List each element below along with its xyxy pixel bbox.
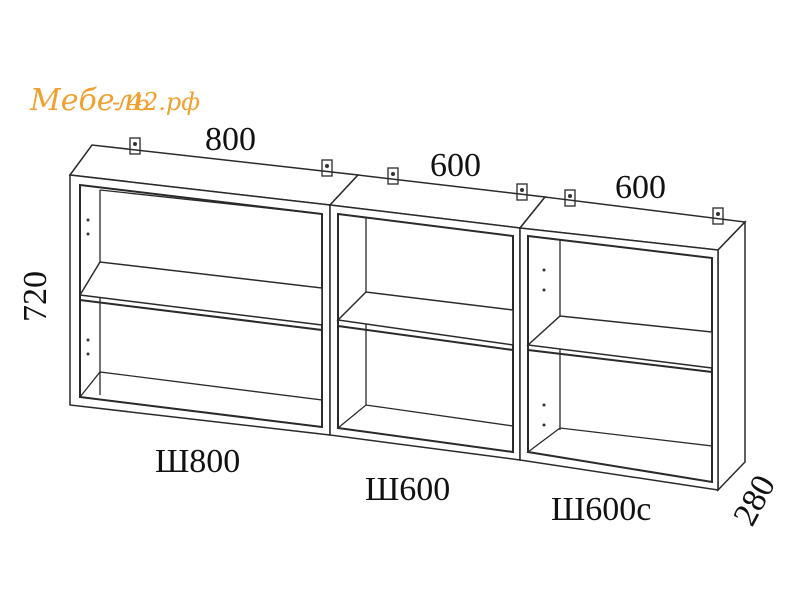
brand-logo: Мебель - 42.рф [29,83,200,118]
cabinet-middle-shelf [336,291,514,346]
cabinet-left-back-top [99,189,323,215]
logo-brand-text: Мебель [29,83,150,118]
cabinet-left-shelf [78,261,323,326]
pin-hole [542,268,546,272]
cabinet-left-shelf-front [79,299,323,331]
cabinet-middle-bottom [336,404,514,453]
pin-hole [86,232,90,236]
cabinet-right-side [717,220,746,492]
width-label-right: 600 [615,169,666,206]
cabinet-right-bottom [526,427,713,483]
cabinet-right-front-frame [519,227,719,491]
cabinet-right-shelf [526,315,713,369]
height-label: 720 [17,271,54,322]
pin-hole [542,423,546,427]
logo-suffix-text: - 42.рф [112,88,200,116]
width-label-left: 800 [205,121,256,158]
module-label-right: Ш600с [551,491,651,528]
cabinet-left-bottom [78,371,323,428]
bracket-icon [564,189,576,207]
cabinet-middle [328,174,547,461]
bracket-icon [129,137,141,155]
cabinet-left [68,144,360,436]
module-label-left: Ш800 [155,443,240,480]
cabinet-right-shelf-front [527,349,713,373]
pin-hole [86,338,90,342]
bracket-icon [712,207,724,225]
pin-hole [542,288,546,292]
pin-hole [86,218,90,222]
cabinet-middle-shelf-front [337,325,514,351]
bracket-icon [321,159,333,177]
pin-hole [86,352,90,356]
module-label-middle: Ш600 [365,471,450,508]
bracket-icon [516,183,528,201]
depth-label: 280 [726,469,783,531]
width-label-middle: 600 [430,147,481,184]
bracket-icon [387,167,399,185]
cabinet-right [518,196,747,492]
pin-hole [542,403,546,407]
hanging-brackets [129,137,724,225]
